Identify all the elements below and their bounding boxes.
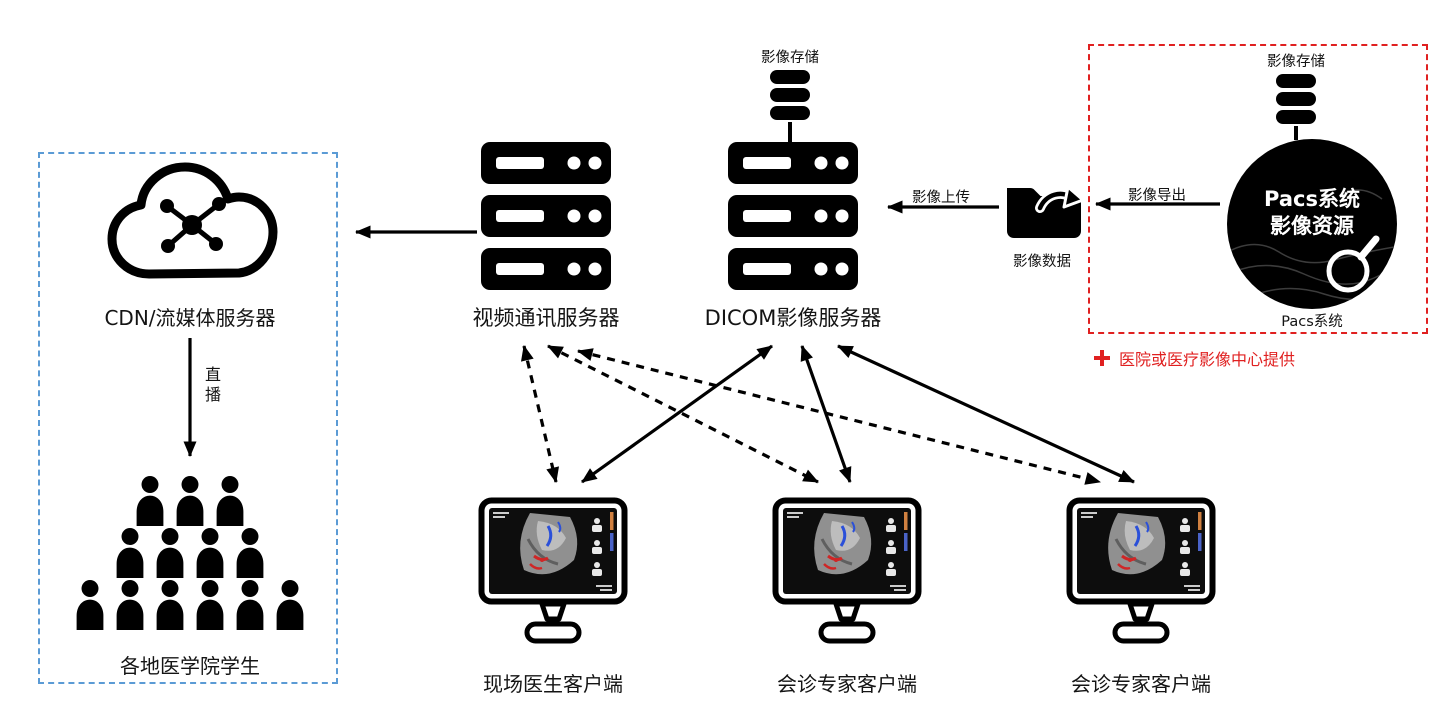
provider-note-text: 医院或医疗影像中心提供	[1119, 350, 1296, 369]
pacs-storage-label: 影像存储	[1267, 54, 1325, 70]
cdn-group-box	[38, 152, 338, 684]
video-server-label: 视频通讯服务器	[472, 306, 620, 330]
pacs-system-icon: Pacs系统 影像资源	[1227, 139, 1397, 309]
pacs-group-box	[1088, 44, 1428, 334]
client-label-3: 会诊专家客户端	[1071, 672, 1211, 696]
client-label-1: 现场医生客户端	[483, 672, 623, 696]
plus-icon	[1094, 350, 1110, 366]
upload-arrow-label: 影像上传	[912, 190, 970, 206]
pacs-caption: Pacs系统	[1281, 314, 1343, 330]
students-crowd-icon	[76, 476, 304, 630]
magnifier-icon	[1326, 235, 1380, 293]
dicom-server-icon	[728, 142, 858, 290]
broadcast-label: 直播	[202, 366, 221, 406]
provider-note: 医院或医疗影像中心提供	[1094, 346, 1295, 370]
client-monitor-icon-1	[478, 497, 628, 647]
client-monitor-icon-2	[772, 497, 922, 647]
client-monitor-icon-3	[1066, 497, 1216, 647]
dicom-storage-icon	[768, 70, 812, 122]
cdn-cloud-icon	[107, 162, 278, 279]
pacs-circle-title-line2: 影像资源	[1270, 214, 1354, 238]
dicom-server-label: DICOM影像服务器	[704, 306, 882, 330]
pacs-circle-title-line1: Pacs系统	[1264, 187, 1360, 211]
export-arrow-label: 影像导出	[1128, 188, 1186, 204]
video-server-icon	[481, 142, 611, 290]
pacs-storage-icon	[1274, 74, 1318, 126]
dicom-storage-label: 影像存储	[761, 50, 819, 66]
students-label: 各地医学院学生	[120, 654, 260, 678]
image-data-folder-icon	[1007, 185, 1085, 238]
client-label-2: 会诊专家客户端	[777, 672, 917, 696]
folder-label: 影像数据	[1013, 254, 1071, 270]
cdn-server-label: CDN/流媒体服务器	[104, 306, 276, 330]
